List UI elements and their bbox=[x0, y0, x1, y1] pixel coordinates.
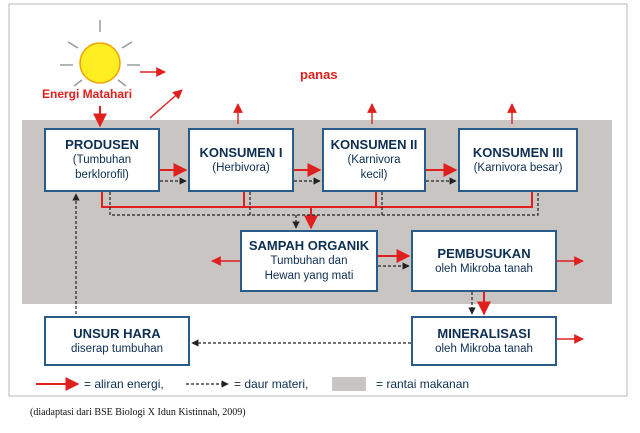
sampah-line1: Tumbuhan dan bbox=[270, 255, 348, 267]
pembusukan-box: PEMBUSUKAN oleh Mikroba tanah bbox=[411, 230, 557, 292]
konsumen3-title: KONSUMEN III bbox=[472, 144, 564, 160]
pembusukan-line1: oleh Mikroba tanah bbox=[435, 262, 533, 275]
sampah-title: SAMPAH ORGANIK bbox=[248, 238, 370, 253]
legend-matter-label: = daur materi, bbox=[234, 377, 309, 391]
konsumen2-title: KONSUMEN II bbox=[330, 137, 418, 152]
sampah-organik-box: SAMPAH ORGANIK Tumbuhan dan Hewan yang m… bbox=[240, 230, 378, 292]
unsur-hara-title: UNSUR HARA bbox=[73, 325, 161, 341]
energy-collector-line bbox=[101, 192, 533, 208]
mineralisasi-line1: oleh Mikroba tanah bbox=[435, 342, 533, 355]
pembusukan-title: PEMBUSUKAN bbox=[437, 245, 531, 261]
mineralisasi-box: MINERALISASI oleh Mikroba tanah bbox=[411, 316, 557, 366]
source-caption: (diadaptasi dari BSE Biologi X Idun Kist… bbox=[30, 407, 246, 418]
konsumen1-line1: (Herbivora) bbox=[212, 161, 270, 174]
produsen-box: PRODUSEN (Tumbuhan berklorofil) bbox=[44, 128, 160, 192]
legend-energy-label: = aliran energi, bbox=[84, 377, 164, 391]
produsen-line2: berklorofil) bbox=[75, 169, 129, 181]
outer-border bbox=[8, 3, 628, 397]
produsen-line1: (Tumbuhan bbox=[72, 154, 132, 166]
konsumen2-line1: (Karnivora bbox=[347, 154, 401, 166]
unsur-hara-line1: diserap tumbuhan bbox=[70, 342, 164, 355]
unsur-hara-box: UNSUR HARA diserap tumbuhan bbox=[44, 316, 190, 366]
legend-chain-label: = rantai makanan bbox=[376, 377, 470, 391]
mineralisasi-title: MINERALISASI bbox=[437, 325, 531, 341]
konsumen3-line1: (Karnivora besar) bbox=[473, 161, 563, 174]
matter-collector-line bbox=[109, 192, 539, 216]
sun-label: Energi Matahari bbox=[42, 87, 133, 101]
heat-label: panas bbox=[300, 67, 338, 82]
konsumen3-box: KONSUMEN III (Karnivora besar) bbox=[458, 128, 578, 192]
produsen-title: PRODUSEN bbox=[65, 137, 139, 152]
konsumen2-line2: kecil) bbox=[360, 169, 388, 181]
konsumen1-title: KONSUMEN I bbox=[199, 144, 283, 160]
sampah-line2: Hewan yang mati bbox=[264, 270, 354, 282]
produsen-heat-arrow bbox=[149, 89, 183, 119]
konsumen1-box: KONSUMEN I (Herbivora) bbox=[188, 128, 294, 192]
konsumen2-box: KONSUMEN II (Karnivora kecil) bbox=[322, 128, 426, 192]
legend-chain-swatch bbox=[332, 377, 366, 391]
sun-icon bbox=[60, 20, 140, 87]
